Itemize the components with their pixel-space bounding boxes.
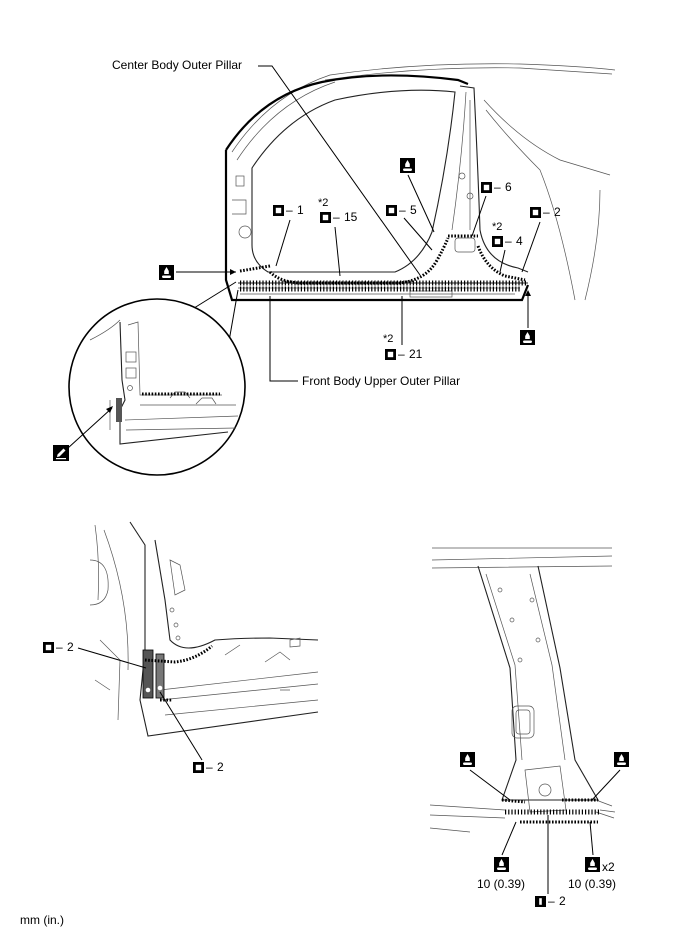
bottom-left-drawing: [89, 521, 319, 737]
sealer-icon: [159, 265, 174, 280]
callout-1: 1: [297, 203, 304, 217]
front-pillar-leader: [269, 296, 298, 382]
spot-weld-icon: [386, 205, 397, 216]
svg-text:–: –: [399, 203, 406, 217]
spot-weld-icon: [273, 205, 284, 216]
svg-text:–: –: [505, 234, 512, 248]
svg-text:–: –: [56, 640, 63, 654]
spot-weld-icon: [530, 207, 541, 218]
sealer-icon: [400, 158, 415, 173]
sealer-icon: [460, 752, 475, 767]
bottom-right-drawing: [429, 547, 616, 833]
sealer-icon: [494, 857, 509, 872]
torque-right: 10 (0.39): [568, 877, 616, 891]
spot-weld-icon: [481, 182, 492, 193]
spot-weld-icon: [492, 236, 503, 247]
sealer-icon: [585, 857, 600, 872]
star2-note: *2: [383, 333, 393, 345]
svg-text:–: –: [206, 760, 213, 774]
svg-text:–: –: [286, 203, 293, 217]
center-pillar-leader: [258, 65, 421, 276]
callout-4: 4: [516, 234, 523, 248]
detail-zoom-circle: [68, 281, 246, 476]
sealer-icon: [614, 752, 629, 767]
spot-weld-icon: [43, 642, 54, 653]
units-label: mm (in.): [20, 913, 64, 927]
svg-text:–: –: [398, 347, 405, 361]
spot-weld-icon: [385, 349, 396, 360]
svg-text:–: –: [543, 205, 550, 219]
svg-text:–: –: [333, 210, 340, 224]
callout-21: 21: [409, 347, 423, 361]
sealer-icon: [520, 330, 535, 345]
callout-15: 15: [344, 210, 358, 224]
front-pillar-label: Front Body Upper Outer Pillar: [302, 374, 460, 388]
pencil-icon: [53, 445, 69, 461]
torque-left: 10 (0.39): [477, 877, 525, 891]
times2-label: x2: [602, 860, 615, 874]
svg-text:–: –: [494, 180, 501, 194]
top-body-side-drawing: [224, 63, 616, 302]
spot-weld-icon: [320, 212, 331, 223]
callout-6: 6: [505, 180, 512, 194]
callout-2: 2: [554, 205, 561, 219]
center-pillar-label: Center Body Outer Pillar: [112, 58, 242, 72]
svg-text:–: –: [548, 894, 555, 908]
callout-bl-bottom: 2: [217, 760, 224, 774]
brazing-icon: [535, 896, 546, 907]
spot-weld-icon: [193, 762, 204, 773]
star2-note: *2: [318, 197, 328, 209]
callout-5: 5: [410, 203, 417, 217]
star2-note: *2: [492, 221, 502, 233]
callout-bl-top: 2: [67, 640, 74, 654]
callout-br-bottom: 2: [559, 894, 566, 908]
